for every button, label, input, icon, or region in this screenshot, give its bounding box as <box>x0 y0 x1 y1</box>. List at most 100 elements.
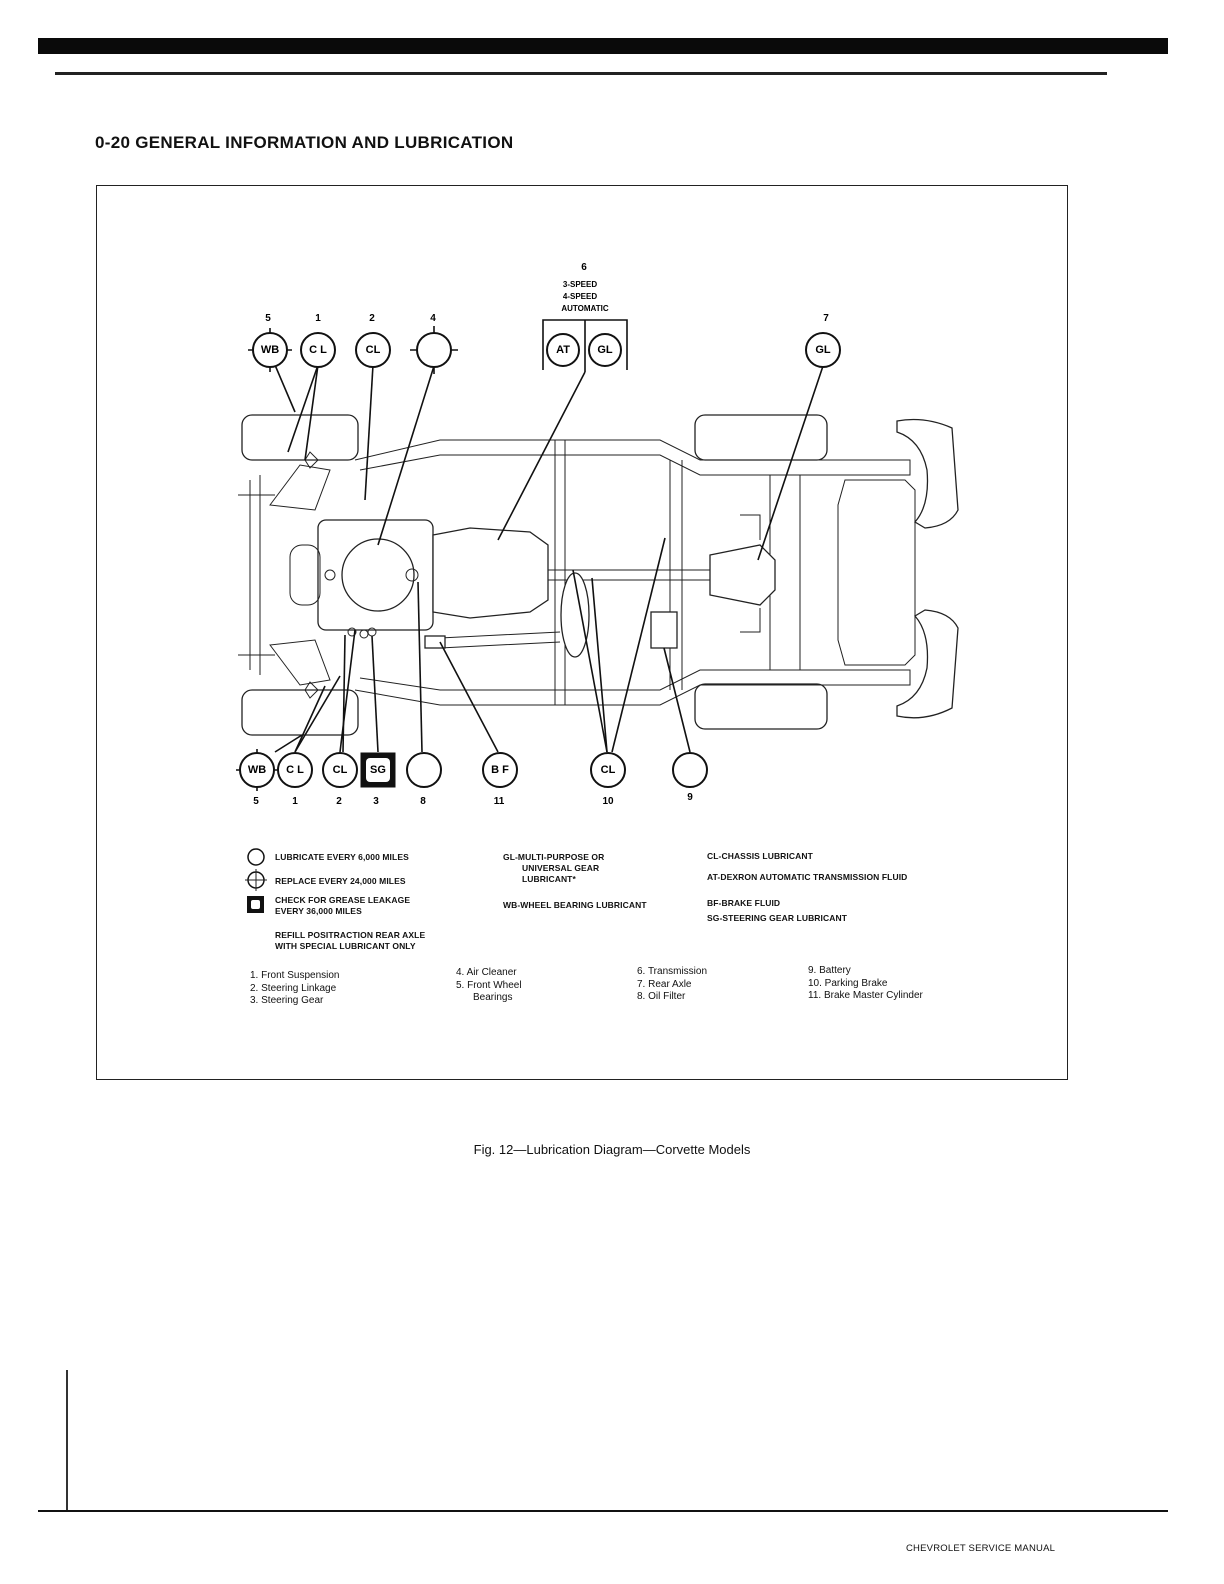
rear-right-tire <box>694 683 828 730</box>
legend-bf: BF-BRAKE FLUID <box>707 898 781 908</box>
callout-9 <box>672 752 708 788</box>
part-5: 5. Front Wheel <box>456 979 522 991</box>
callout-at <box>546 333 580 367</box>
callout-cl-2-top <box>355 332 391 368</box>
callout-cl-1-top <box>300 332 336 368</box>
part-1: 1. Front Suspension <box>250 970 340 981</box>
chassis-drawing <box>238 414 959 736</box>
legend-circle-icon <box>247 848 265 866</box>
page-footer: CHEVROLET SERVICE MANUAL <box>906 1543 1056 1554</box>
callout-num-1-bottom: 1 <box>292 796 298 807</box>
battery <box>650 611 678 649</box>
legend-cl: CL-CHASSIS LUBRICANT <box>707 851 813 861</box>
parts-col-4: 9. Battery 10. Parking Brake 11. Brake M… <box>808 965 923 1003</box>
callout-num-3-bottom: 3 <box>373 796 379 807</box>
top-callouts: WB 5 C L 1 CL 2 4 GL 7 <box>248 313 841 374</box>
svg-text:3-SPEED: 3-SPEED <box>563 280 597 289</box>
part-5-cont: Bearings <box>473 992 513 1003</box>
legend-symbols <box>245 848 267 913</box>
part-6: 6. Transmission <box>637 966 708 977</box>
callout-num-2-top: 2 <box>369 313 375 324</box>
svg-text:AUTOMATIC: AUTOMATIC <box>561 304 608 313</box>
rear-axle <box>709 544 776 606</box>
callout-code-wb-top: WB <box>261 344 279 356</box>
callout-code-at: AT <box>556 344 570 356</box>
callout-code-gl-7: GL <box>815 344 831 356</box>
part-3: 3. Steering Gear <box>250 995 324 1006</box>
parts-col-1: 1. Front Suspension 2. Steering Linkage … <box>250 970 340 1008</box>
callout-4-top <box>416 332 452 368</box>
legend-replace: REPLACE EVERY 24,000 MILES <box>275 876 406 886</box>
callout-8 <box>406 752 442 788</box>
part-4: 4. Air Cleaner <box>456 967 517 978</box>
callout-bf <box>482 752 518 788</box>
callout-code-cl-1-bottom: C L <box>286 764 304 776</box>
rear-bumper-upper <box>896 418 959 529</box>
callout-num-10: 10 <box>602 796 614 807</box>
callout-cl-2-bottom <box>322 752 358 788</box>
header-rule <box>55 72 1107 75</box>
part-9: 9. Battery <box>808 965 851 976</box>
legend-refill: REFILL POSITRACTION REAR AXLE <box>275 930 426 940</box>
callout-num-11: 11 <box>494 796 505 807</box>
parts-col-3: 6. Transmission 7. Rear Axle 8. Oil Filt… <box>637 966 707 1004</box>
steering-wheel <box>560 572 590 658</box>
figure-frame <box>96 185 1068 1080</box>
legend-gl: GL-MULTI-PURPOSE OR <box>503 852 605 862</box>
legend-refill-2: WITH SPECIAL LUBRICANT ONLY <box>275 941 416 951</box>
brake-master-cylinder <box>424 635 446 649</box>
bottom-callouts: WB 5 C L 1 CL 2 SG 3 8 B F 11 CL 10 9 <box>236 749 708 807</box>
callout-num-2-bottom: 2 <box>336 796 342 807</box>
callout-code-gl-6: GL <box>597 344 613 356</box>
callout-num-8: 8 <box>420 796 426 807</box>
front-left-tire <box>241 414 359 461</box>
legend-lubricate: LUBRICATE EVERY 6,000 MILES <box>275 852 409 862</box>
figure-caption: Fig. 12—Lubrication Diagram—Corvette Mod… <box>473 1142 751 1157</box>
callout-cl-10 <box>590 752 626 788</box>
callout-gl-6 <box>588 333 622 367</box>
front-right-tire <box>241 689 359 736</box>
top-black-bar <box>38 38 1168 54</box>
rear-bumper-lower <box>896 609 959 719</box>
legend-at: AT-DEXRON AUTOMATIC TRANSMISSION FLUID <box>707 872 908 882</box>
part-11: 11. Brake Master Cylinder <box>808 990 923 1001</box>
parts-col-2: 4. Air Cleaner 5. Front Wheel Bearings <box>456 967 522 1005</box>
air-cleaner <box>341 538 415 612</box>
callout-code-cl-2-bottom: CL <box>333 764 348 776</box>
callout-num-4-top: 4 <box>430 313 436 324</box>
bottom-rule <box>38 1510 1168 1512</box>
legend-check-grease-2: EVERY 36,000 MILES <box>275 906 362 916</box>
legend-sg: SG-STEERING GEAR LUBRICANT <box>707 913 848 923</box>
callout-code-sg: SG <box>370 764 386 776</box>
legend-wb: WB-WHEEL BEARING LUBRICANT <box>503 900 647 910</box>
leader-lines <box>274 364 824 753</box>
legend-gl-3: LUBRICANT* <box>522 874 576 884</box>
callout-wb-top <box>252 332 288 368</box>
svg-text:4-SPEED: 4-SPEED <box>563 292 597 301</box>
transmission <box>432 527 549 619</box>
rear-left-tire <box>694 414 828 461</box>
part-10: 10. Parking Brake <box>808 977 888 989</box>
callout-gl-7 <box>805 332 841 368</box>
callout-num-9: 9 <box>687 792 693 803</box>
part-2: 2. Steering Linkage <box>250 982 337 994</box>
legend-gl-2: UNIVERSAL GEAR <box>522 863 600 873</box>
page-header: 0-20 GENERAL INFORMATION AND LUBRICATION <box>95 133 514 152</box>
callout-wb-bottom <box>239 752 275 788</box>
callout-cl-1-bottom <box>277 752 313 788</box>
callout-num-7: 7 <box>823 313 829 324</box>
part-7: 7. Rear Axle <box>637 978 692 990</box>
legend-check-grease: CHECK FOR GREASE LEAKAGE <box>275 895 411 905</box>
callout-code-bf: B F <box>491 764 509 776</box>
callout-num-5-top: 5 <box>265 313 271 324</box>
callout-num-5-bottom: 5 <box>253 796 259 807</box>
callout-code-cl-1-top: C L <box>309 344 327 356</box>
callout-code-wb-bottom: WB <box>248 764 266 776</box>
callout-code-cl-10: CL <box>601 764 616 776</box>
callout-code-cl-2-top: CL <box>366 344 381 356</box>
left-margin-rule <box>66 1370 68 1512</box>
transmission-callout: 6 3-SPEED 4-SPEED AUTOMATIC AT GL <box>542 262 628 372</box>
callout-num-6: 6 <box>581 262 587 273</box>
callout-num-1-top: 1 <box>315 313 321 324</box>
